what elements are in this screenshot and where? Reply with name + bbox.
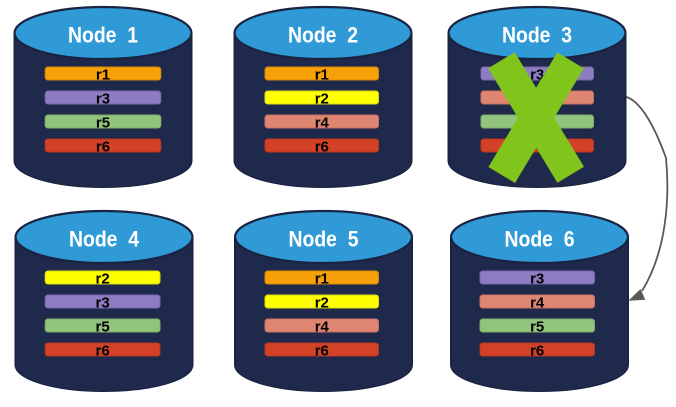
svg-text:r4: r4 — [315, 114, 330, 131]
svg-text:r2: r2 — [315, 90, 329, 107]
svg-text:r3: r3 — [96, 90, 110, 107]
svg-text:r6: r6 — [96, 342, 110, 359]
svg-text:Node 6: Node 6 — [505, 227, 575, 252]
svg-text:r1: r1 — [96, 66, 110, 83]
svg-text:r3: r3 — [530, 66, 544, 83]
svg-text:r3: r3 — [530, 270, 544, 287]
svg-text:r5: r5 — [96, 318, 110, 335]
svg-text:Node 4: Node 4 — [69, 227, 139, 252]
svg-text:r6: r6 — [315, 342, 329, 359]
svg-text:r1: r1 — [315, 270, 329, 287]
svg-text:r6: r6 — [96, 138, 110, 155]
svg-text:r6: r6 — [530, 342, 544, 359]
svg-text:r5: r5 — [530, 318, 544, 335]
svg-text:r5: r5 — [96, 114, 110, 131]
svg-text:Node 3: Node 3 — [502, 23, 572, 48]
svg-text:Node 2: Node 2 — [288, 23, 358, 48]
svg-text:Node 5: Node 5 — [289, 227, 359, 252]
svg-text:r1: r1 — [315, 66, 329, 83]
svg-text:r2: r2 — [96, 270, 110, 287]
svg-text:r2: r2 — [315, 294, 329, 311]
svg-text:r6: r6 — [315, 138, 329, 155]
svg-text:r3: r3 — [96, 294, 110, 311]
svg-text:r4: r4 — [530, 294, 545, 311]
svg-text:Node 1: Node 1 — [68, 23, 138, 48]
svg-text:r4: r4 — [315, 318, 330, 335]
